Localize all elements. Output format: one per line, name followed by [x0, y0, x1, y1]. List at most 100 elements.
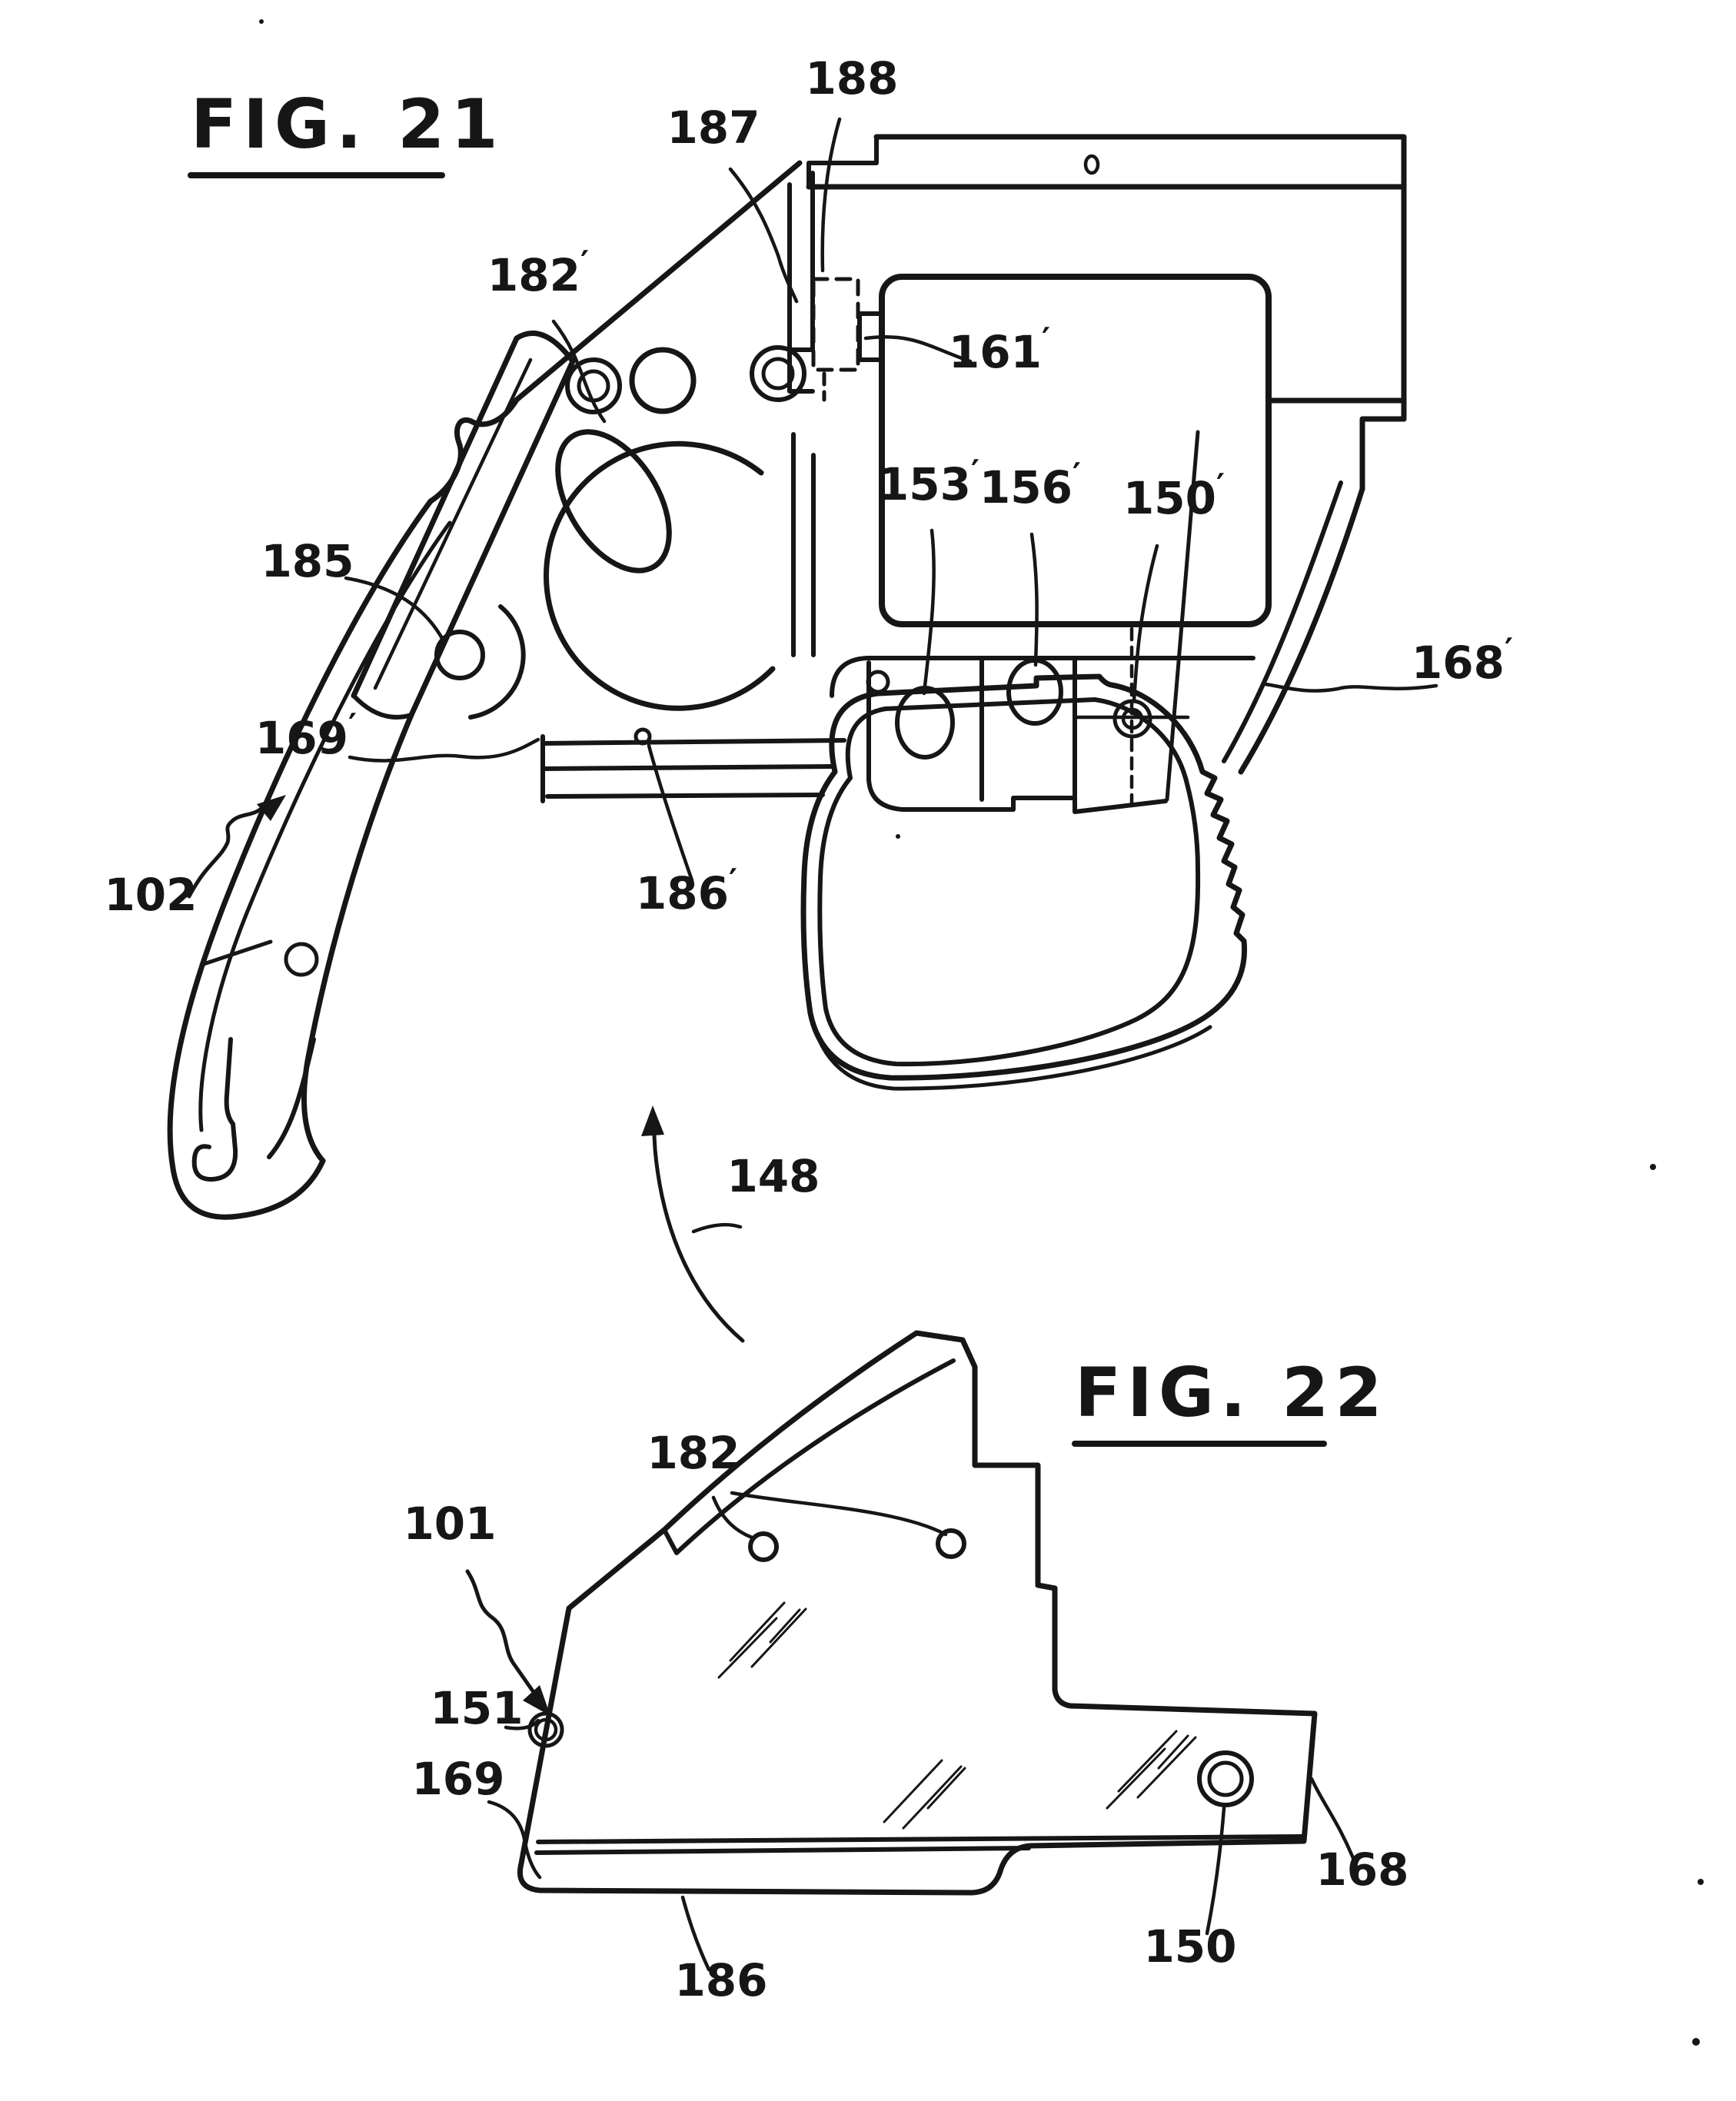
- grip-hook-right: [267, 1037, 316, 1159]
- front-strap-outer: [1238, 486, 1365, 775]
- top-rail-line: [873, 134, 1407, 422]
- leader-187: [728, 167, 799, 304]
- arrow-148-tick: [691, 1222, 743, 1234]
- hammer-recess-arc: [544, 440, 776, 711]
- leader-153p: [922, 528, 936, 696]
- rail-hole: [1083, 154, 1100, 175]
- hole-153: [895, 686, 955, 760]
- hole-151-outer: [527, 1711, 564, 1748]
- hatch-cluster-b: [883, 1759, 966, 1830]
- arrow-101: [465, 1569, 550, 1716]
- grip-rear-outer: [167, 498, 434, 1220]
- label-150: 150: [1143, 1920, 1236, 1973]
- arrowhead-148: [641, 1105, 664, 1136]
- leader-186: [680, 1895, 711, 1972]
- pocket-dividers: [979, 657, 1077, 802]
- label-148: 148: [727, 1150, 820, 1202]
- label-186-prime: 186′: [636, 862, 737, 919]
- lever-inner-line: [373, 357, 533, 690]
- lever-bottom-cap: [351, 693, 414, 720]
- leader-169: [487, 1800, 542, 1880]
- label-168: 168: [1315, 1843, 1408, 1896]
- label-150-prime: 150′: [1123, 467, 1225, 524]
- fig21-title: FIG. 21: [191, 85, 504, 164]
- breech-opening: [879, 274, 1272, 627]
- leader-185: [344, 576, 445, 642]
- hole-186: [634, 727, 652, 746]
- rail-line-1: [540, 738, 846, 746]
- trigger-guard-outer: [800, 673, 1248, 1081]
- rail-line-2: [540, 764, 834, 771]
- leader-168: [1309, 1777, 1357, 1864]
- leader-188: [820, 117, 842, 273]
- paper-speck: [1650, 1164, 1656, 1170]
- fig21: FIG. 21: [104, 52, 1513, 1343]
- detent-notch: [857, 311, 884, 362]
- label-182-prime: 182′: [487, 244, 589, 301]
- detent-dashed-box: [811, 277, 860, 372]
- label-153-prime: 153′: [878, 453, 979, 510]
- plate-outline: [517, 1330, 1318, 1896]
- paper-speck: [1698, 1879, 1704, 1885]
- fig21-leaders: [344, 117, 1438, 883]
- leader-168p: [1263, 682, 1438, 693]
- fig22: FIG. 22: [403, 1330, 1409, 2006]
- label-102: 102: [104, 869, 197, 921]
- arrowhead-101: [523, 1685, 550, 1716]
- leader-182p: [551, 319, 607, 424]
- hole-182-right: [936, 1528, 966, 1559]
- label-186: 186: [674, 1954, 767, 2006]
- label-188: 188: [805, 52, 898, 105]
- label-169: 169: [411, 1753, 504, 1805]
- paper-speck: [259, 19, 264, 24]
- pivot-185-boss: [468, 604, 526, 720]
- trigger-guard-inner: [817, 697, 1201, 1067]
- leader-161p: [863, 334, 973, 364]
- hammer-lobe: [629, 347, 697, 414]
- plate-bottom-band-2: [534, 1846, 1031, 1855]
- hole-150-outer: [1197, 1750, 1254, 1807]
- hole-156: [1006, 658, 1063, 726]
- trigger-guard-lower-echo: [811, 1022, 1212, 1091]
- leader-186p: [647, 743, 694, 883]
- right-step: [1359, 416, 1407, 492]
- label-161-prime: 161′: [949, 321, 1050, 378]
- fig22-leaders: [487, 1491, 1357, 1972]
- label-169-prime: 169′: [255, 706, 357, 764]
- label-185: 185: [261, 535, 354, 587]
- hatch-cluster-c: [1106, 1730, 1197, 1810]
- leader-169p: [348, 737, 540, 763]
- plate-top-band-inner: [662, 1358, 956, 1555]
- locking-piece: [791, 432, 816, 657]
- plate-bottom-band-1: [536, 1834, 1305, 1844]
- grip-joint-line: [199, 939, 273, 967]
- lever-front-edge: [408, 358, 576, 718]
- grip-front-edge-line: [1165, 430, 1200, 802]
- label-187: 187: [667, 101, 760, 154]
- hammer-body: [555, 429, 672, 573]
- pocket-floor: [866, 660, 1168, 814]
- arrow-148: [641, 1105, 745, 1343]
- pin-182-right-outer: [750, 345, 806, 402]
- grip-hook-left: [191, 1037, 238, 1182]
- label-156-prime: 156′: [979, 456, 1081, 514]
- grip-screw-hole: [284, 942, 319, 977]
- leader-150p: [1132, 544, 1159, 703]
- arrow-102: [187, 795, 286, 899]
- hole-151-inner: [534, 1717, 558, 1742]
- pin-182-right-inner: [761, 357, 795, 391]
- paper-speck: [1692, 2038, 1700, 2046]
- leader-151: [504, 1718, 540, 1730]
- leader-182-right: [730, 1491, 948, 1537]
- paper-speck: [896, 834, 900, 839]
- lever-rear-edge: [351, 335, 520, 699]
- grip-front-outer: [301, 712, 414, 1164]
- leader-182-left: [711, 1495, 754, 1540]
- grip-rear-inner: [198, 520, 452, 1132]
- top-rail-left-step: [806, 135, 879, 189]
- label-168-prime: 168′: [1412, 631, 1513, 689]
- hatch-cluster-a: [717, 1601, 807, 1679]
- leader-156p: [1029, 532, 1039, 667]
